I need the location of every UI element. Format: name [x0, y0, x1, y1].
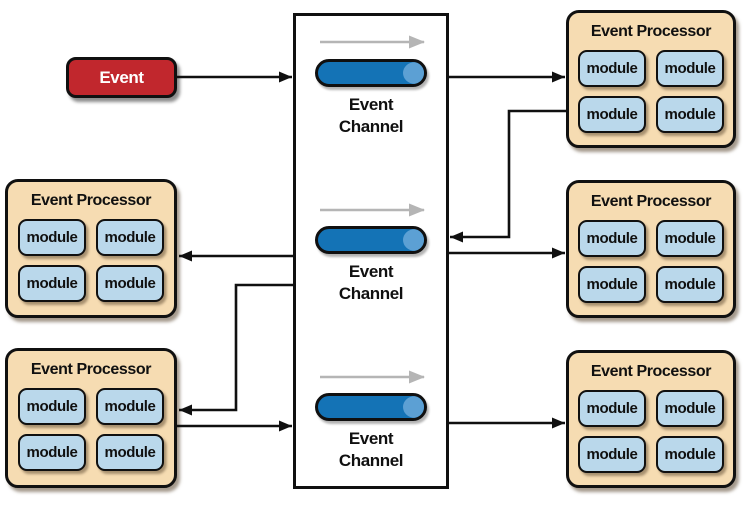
module-grid: module module module module: [8, 219, 174, 302]
module-chip: module: [96, 265, 164, 302]
event-channel-3: Event Channel: [299, 393, 443, 472]
module-grid: module module module module: [569, 220, 733, 303]
processor-top-right: Event Processor module module module mod…: [566, 10, 736, 148]
module-chip: module: [18, 265, 86, 302]
processor-middle-right: Event Processor module module module mod…: [566, 180, 736, 318]
module-chip: module: [96, 434, 164, 471]
processor-bottom-left: Event Processor module module module mod…: [5, 348, 177, 488]
processor-bottom-right: Event Processor module module module mod…: [566, 350, 736, 488]
module-chip: module: [96, 219, 164, 256]
arrow-channel-2-to-processor-bottom-left: [179, 283, 293, 416]
processor-middle-left: Event Processor module module module mod…: [5, 179, 177, 318]
cylinder-cap: [403, 62, 424, 84]
event-channel-2: Event Channel: [299, 226, 443, 305]
module-grid: module module module module: [569, 390, 733, 473]
module-chip: module: [656, 96, 724, 133]
processor-title: Event Processor: [30, 192, 152, 209]
event-channel-1: Event Channel: [299, 59, 443, 138]
cylinder-cap: [403, 396, 424, 418]
module-chip: module: [96, 388, 164, 425]
event-box: Event: [66, 57, 177, 98]
processor-title: Event Processor: [590, 23, 712, 40]
module-chip: module: [18, 434, 86, 471]
channel-cylinder-icon: [315, 393, 427, 421]
channel-cylinder-icon: [315, 59, 427, 87]
module-chip: module: [656, 266, 724, 303]
module-chip: module: [578, 96, 646, 133]
processor-title: Event Processor: [590, 363, 712, 380]
module-chip: module: [656, 220, 724, 257]
processor-title: Event Processor: [590, 193, 712, 210]
processor-title: Event Processor: [30, 361, 152, 378]
module-chip: module: [578, 436, 646, 473]
module-chip: module: [656, 436, 724, 473]
event-label: Event: [99, 67, 144, 87]
module-chip: module: [578, 50, 646, 87]
module-chip: module: [656, 390, 724, 427]
module-chip: module: [578, 220, 646, 257]
module-chip: module: [656, 50, 724, 87]
module-chip: module: [578, 266, 646, 303]
module-chip: module: [18, 219, 86, 256]
channel-label: Event Channel: [338, 429, 404, 470]
cylinder-cap: [403, 229, 424, 251]
module-grid: module module module module: [569, 50, 733, 133]
channel-cylinder-icon: [315, 226, 427, 254]
module-grid: module module module module: [8, 388, 174, 471]
module-chip: module: [18, 388, 86, 425]
channel-label: Event Channel: [338, 262, 404, 303]
arrow-processor-top-right-to-channel-2: [450, 109, 566, 243]
module-chip: module: [578, 390, 646, 427]
channel-label: Event Channel: [338, 95, 404, 136]
